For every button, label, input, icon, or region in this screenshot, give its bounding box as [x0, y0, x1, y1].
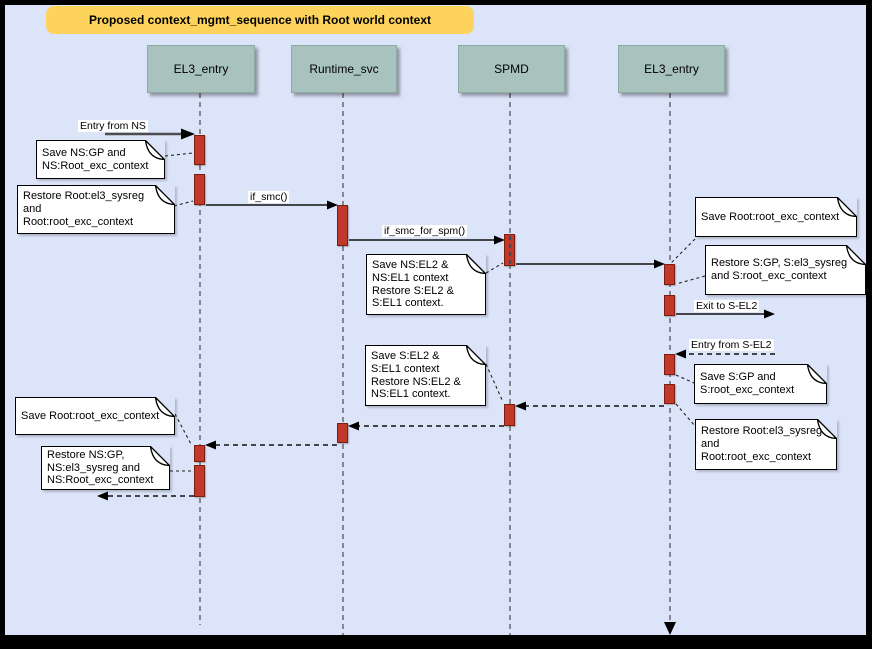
note-restore-root-el3-sysreg-2: Restore Root:el3_sysreg and Root:root_ex…: [695, 419, 837, 470]
note-save-s-gp: Save S:GP and S:root_exc_context: [694, 364, 827, 404]
message-if-smc: [206, 200, 338, 210]
lifeline-header-spmd: SPMD: [458, 45, 565, 93]
message-label-exit-to-sel2: Exit to S-EL2: [694, 300, 760, 313]
message-return-el3-to-spmd: [515, 401, 664, 411]
sequence-diagram-canvas: Proposed context_mgmt_sequence with Root…: [5, 5, 866, 635]
message-exit-to-sel2: [676, 309, 775, 319]
lifeline-end-arrow-icon: [664, 622, 676, 635]
message-if-smc-for-spm: [349, 235, 505, 245]
activation-bar: [664, 354, 675, 375]
lifeline-label: EL3_entry: [173, 62, 229, 76]
note-fold-icon: [846, 245, 866, 265]
message-label-if-smc-for-spm: if_smc_for_spm(): [382, 225, 468, 238]
note-text: Save NS:GP and NS:Root_exc_context: [42, 146, 149, 172]
note-save-ns-el2: Save NS:EL2 & NS:EL1 context Restore S:E…: [366, 254, 486, 315]
message-label-if-smc: if_smc(): [248, 191, 290, 204]
note-fold-icon: [466, 254, 486, 274]
note-fold-icon: [817, 419, 837, 439]
message-spmd-to-el3: [516, 259, 665, 269]
note-fold-icon: [466, 345, 486, 365]
lifeline-label: Runtime_svc: [309, 62, 379, 76]
note-text: Save S:GP and S:root_exc_context: [700, 371, 795, 396]
lifeline-header-el3-entry-1: EL3_entry: [147, 45, 255, 93]
note-save-ns-gp: Save NS:GP and NS:Root_exc_context: [36, 140, 165, 179]
note-connectors: [164, 152, 706, 472]
note-fold-icon: [145, 140, 165, 160]
activation-bar: [194, 445, 205, 462]
message-entry-from-sel2: [675, 349, 775, 359]
activation-bar: [664, 295, 675, 316]
message-return-spmd-to-runtime: [348, 421, 504, 431]
activation-bar: [504, 234, 515, 266]
note-fold-icon: [150, 446, 170, 466]
lifeline-label: EL3_entry: [644, 62, 699, 76]
activation-bar: [337, 423, 348, 443]
note-text: Restore Root:el3_sysreg and Root:root_ex…: [701, 425, 823, 463]
activation-bar: [194, 135, 205, 165]
note-text: Restore NS:GP, NS:el3_sysreg and NS:Root…: [47, 448, 154, 487]
activation-bar: [664, 264, 675, 285]
note-text: Save NS:EL2 & NS:EL1 context Restore S:E…: [372, 258, 454, 310]
lifeline-overlay: [508, 236, 511, 264]
note-restore-ns-gp: Restore NS:GP, NS:el3_sysreg and NS:Root…: [41, 446, 170, 490]
note-text: Save Root:root_exc_context: [21, 409, 160, 422]
note-fold-icon: [155, 185, 175, 205]
activation-bar: [194, 174, 205, 205]
note-save-root-exc-right: Save Root:root_exc_context: [695, 197, 857, 237]
note-text: Save S:EL2 & S:EL1 context Restore NS:EL…: [371, 349, 461, 401]
note-fold-icon: [837, 197, 857, 217]
lifeline-label: SPMD: [494, 62, 529, 76]
activation-bar: [504, 404, 515, 426]
lifeline-header-runtime-svc: Runtime_svc: [291, 45, 397, 93]
note-save-s-el2: Save S:EL2 & S:EL1 context Restore NS:EL…: [365, 345, 486, 406]
activation-bar: [664, 384, 675, 404]
note-fold-icon: [807, 364, 827, 384]
activation-bar: [194, 465, 205, 497]
note-restore-root-el3-sysreg-1: Restore Root:el3_sysreg and Root:root_ex…: [17, 185, 175, 234]
message-label-entry-from-sel2: Entry from S-EL2: [689, 339, 774, 352]
note-text: Restore S:GP, S:el3_sysreg and S:root_ex…: [711, 257, 848, 282]
note-text: Save Root:root_exc_context: [701, 210, 840, 223]
note-fold-icon: [155, 397, 175, 417]
note-restore-s-gp: Restore S:GP, S:el3_sysreg and S:root_ex…: [705, 245, 866, 295]
diagram-wires: [97, 93, 775, 635]
activation-bar: [337, 205, 348, 246]
diagram-title: Proposed context_mgmt_sequence with Root…: [46, 6, 474, 34]
message-label-entry-from-ns: Entry from NS: [78, 120, 148, 133]
note-save-root-exc-left: Save Root:root_exc_context: [15, 397, 175, 435]
message-entry-from-ns: [105, 128, 195, 140]
note-text: Restore Root:el3_sysreg and Root:root_ex…: [23, 190, 145, 228]
lifeline-header-el3-entry-2: EL3_entry: [618, 45, 725, 93]
message-return-runtime-to-el3: [205, 440, 337, 450]
message-exit-to-ns: [97, 491, 194, 501]
